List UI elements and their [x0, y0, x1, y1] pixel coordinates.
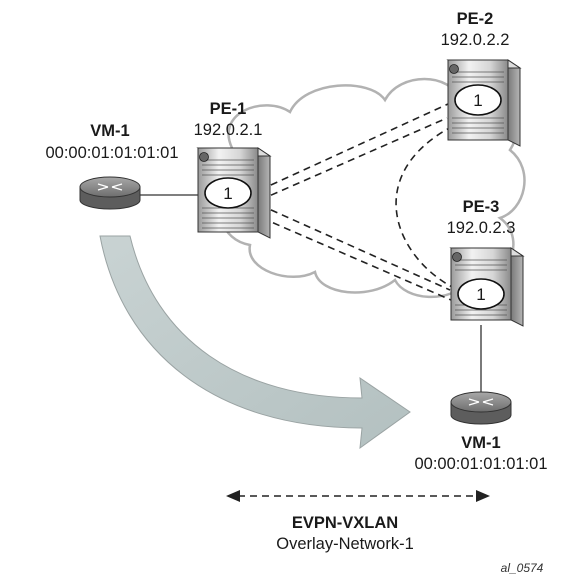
tunnel-pe2-pe3 [395, 125, 459, 291]
vm1-left-mac: 00:00:01:01:01:01 [45, 144, 178, 162]
vm1-right-name: VM-1 [461, 434, 500, 452]
pe1-status-led [199, 152, 209, 162]
pe3-service-instance [457, 278, 505, 310]
tunnel-pe1-pe3 [259, 204, 451, 291]
pe3-ip: 192.0.2.3 [447, 219, 516, 237]
overlay-span-arrow [226, 490, 490, 502]
pe1-ip: 192.0.2.1 [194, 121, 263, 139]
pe3-status-led [452, 252, 462, 262]
pe3-router[interactable] [449, 247, 525, 327]
traffic-flow-arrow [99, 235, 411, 450]
pe3-service-id: 1 [476, 285, 485, 304]
overlay-title: EVPN-VXLAN [292, 514, 398, 532]
pe1-service-id: 1 [223, 184, 232, 203]
tunnel-pe1-pe2-b [259, 117, 448, 201]
figure-id: al_0574 [501, 561, 544, 575]
pe2-status-led [449, 64, 459, 74]
pe1-router[interactable] [196, 147, 272, 239]
tunnel-pe1-pe3-b [261, 217, 452, 301]
pe2-router[interactable] [446, 59, 522, 147]
pe2-name: PE-2 [457, 10, 494, 28]
pe2-service-instance [454, 84, 502, 116]
vm1-left-router[interactable] [79, 176, 141, 210]
vm1-right-mac: 00:00:01:01:01:01 [414, 455, 547, 473]
pe1-name: PE-1 [210, 100, 247, 118]
vm1-left-name: VM-1 [90, 122, 129, 140]
overlay-subtitle: Overlay-Network-1 [276, 535, 414, 553]
vm1-right-router[interactable] [450, 391, 512, 425]
router-arrows-icon [468, 398, 494, 406]
pe1-service-instance [204, 177, 252, 209]
router-arrows-icon [97, 183, 123, 191]
tunnel-pe1-pe2 [259, 103, 449, 191]
pe2-ip: 192.0.2.2 [441, 31, 510, 49]
pe2-service-id: 1 [473, 91, 482, 110]
pe3-name: PE-3 [463, 198, 500, 216]
